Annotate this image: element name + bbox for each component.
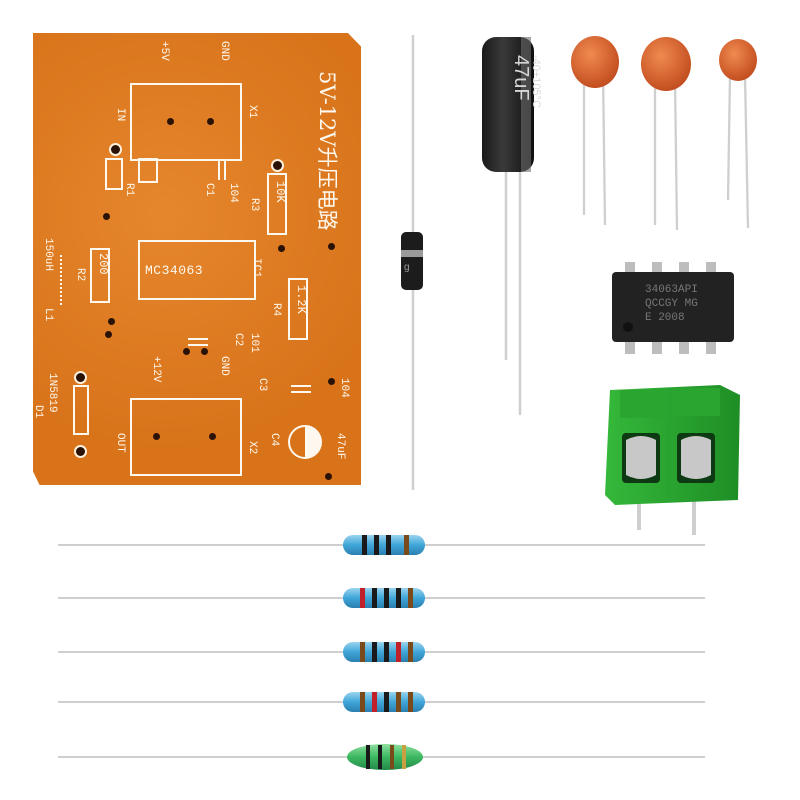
resistor-2	[343, 588, 425, 608]
ic-marking-3: E 2008	[645, 312, 685, 324]
c1-symbol	[218, 160, 220, 180]
c4-outline	[288, 425, 322, 459]
diode-body	[401, 232, 423, 290]
ceramic-capacitor-2	[641, 37, 691, 91]
ceramic-lead	[743, 74, 750, 229]
ceramic-lead	[601, 69, 607, 226]
via	[103, 213, 110, 220]
c1-symbol-plate	[224, 160, 226, 180]
c2-symbol	[188, 338, 208, 340]
via	[108, 318, 115, 325]
ceramic-lead	[673, 79, 679, 231]
x1-terminal-outline	[130, 83, 242, 161]
cap-print-value: 47uF	[510, 55, 532, 101]
via	[183, 348, 190, 355]
c3-symbol	[291, 385, 311, 387]
screw-terminal-block	[605, 385, 740, 535]
d1-outline	[73, 385, 89, 435]
ic-silk-label: MC34063	[145, 263, 204, 278]
via	[201, 348, 208, 355]
x2-hole-1	[153, 433, 160, 440]
via	[278, 245, 285, 252]
r1-outline	[105, 158, 123, 190]
ceramic-capacitor-3	[719, 39, 757, 81]
resistor-1	[343, 535, 425, 555]
c3-symbol-plate	[291, 391, 311, 393]
x1-hole-1	[167, 118, 174, 125]
r4-outline	[288, 278, 308, 340]
d1-pad-top	[76, 373, 85, 382]
ceramic-lead	[726, 74, 732, 201]
r1-pad	[111, 145, 120, 154]
ic-marking-1: 34063API	[645, 284, 698, 296]
via	[328, 243, 335, 250]
d1-pad-bottom	[76, 447, 85, 456]
pcb-board: +5V GND IN X1 R1 C1 104 10K R3 MC34063 I…	[33, 33, 361, 485]
l1-symbol	[60, 255, 74, 305]
inductor	[347, 744, 423, 770]
ceramic-capacitor-1	[571, 36, 619, 88]
r1-body-outline	[138, 158, 158, 183]
r2-outline	[90, 248, 110, 303]
cap-print-temp: -40+105°C	[530, 55, 542, 108]
diode-band-mark: g	[404, 262, 410, 273]
via	[325, 473, 332, 480]
x2-terminal-outline	[130, 398, 242, 476]
r3-outline	[267, 173, 287, 235]
resistor-3	[343, 642, 425, 662]
resistor-4	[343, 692, 425, 712]
diode-band	[401, 250, 423, 257]
ic-marking-2: QCCGY MG	[645, 298, 698, 310]
ic-outline	[138, 240, 256, 300]
cap-stripe	[521, 37, 531, 172]
x1-hole-2	[207, 118, 214, 125]
c2-symbol-plate	[188, 344, 208, 346]
x2-hole-2	[209, 433, 216, 440]
ic-chip: 34063API QCCGY MG E 2008	[612, 262, 734, 354]
r3-pad	[273, 161, 282, 170]
via	[105, 331, 112, 338]
via	[328, 378, 335, 385]
